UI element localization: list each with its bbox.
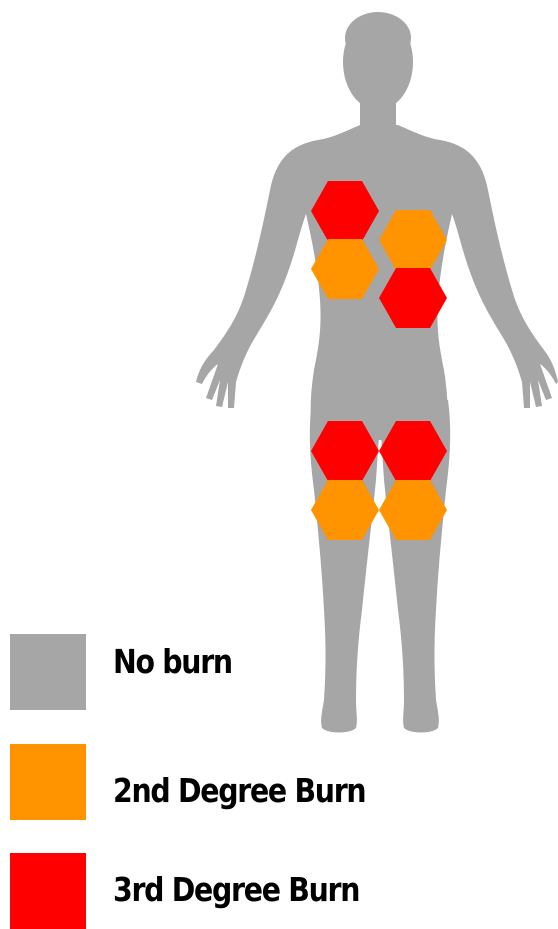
legend-label-third-degree: 3rd Degree Burn (113, 870, 359, 910)
legend-swatch-no-burn (10, 634, 86, 710)
legend-swatch-second-degree (10, 744, 86, 820)
legend-swatch-third-degree (10, 853, 86, 929)
legend-label-second-degree: 2nd Degree Burn (113, 771, 365, 811)
legend-label-no-burn: No burn (113, 642, 232, 682)
